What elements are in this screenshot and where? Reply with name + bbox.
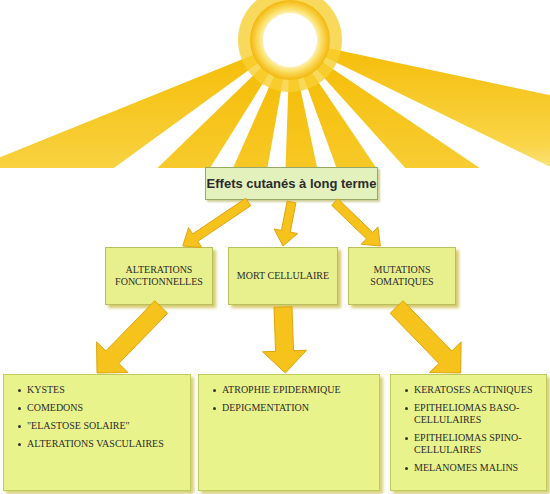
effect-text: MELANOMES MALINS [414,462,518,474]
sun-rays [0,0,550,168]
list-item: KYSTES [18,384,184,396]
category-box: MUTATIONS SOMATIQUES [348,247,456,305]
sun-ray [0,53,261,168]
effect-text: KYSTES [27,384,65,396]
block-arrow [97,301,168,373]
effect-text: KERATOSES ACTINIQUES [414,384,532,396]
block-arrow [183,198,251,247]
bullet-dot [18,407,21,410]
category-box: ALTERATIONS FONCTIONNELLES [105,247,213,305]
category-text: MUTATIONS SOMATIQUES [353,264,451,288]
bullet-dot [18,425,21,428]
effect-text: ALTERATIONS VASCULAIRES [27,438,164,450]
category-text: ALTERATIONS FONCTIONNELLES [110,264,208,288]
list-item: EPITHELIOMAS BASO-CELLULAIRES [405,402,540,426]
list-item: ALTERATIONS VASCULAIRES [18,438,184,450]
effect-text: EPITHELIOMAS BASO-CELLULAIRES [414,402,540,426]
heading-text: Effets cutanés à long terme [207,176,377,191]
effect-text: ATROPHIE EPIDERMIQUE [222,384,341,396]
list-item: "ELASTOSE SOLAIRE" [18,420,184,432]
block-arrow [390,301,461,373]
effects-list-box: KERATOSES ACTINIQUES EPITHELIOMAS BASO-CE… [390,374,547,491]
block-arrow [263,307,307,373]
list-item: KERATOSES ACTINIQUES [405,384,540,396]
effect-text: "ELASTOSE SOLAIRE" [27,420,130,432]
block-arrow [332,199,381,246]
bullet-dot [405,407,408,410]
bullet-dot [405,467,408,470]
bullet-dot [405,389,408,392]
effect-text: EPITHELIOMAS SPINO-CELLULAIRES [414,432,540,456]
bullet-dot [18,443,21,446]
bullet-dot [405,437,408,440]
sun-disc [250,0,330,80]
bullet-dot [213,407,216,410]
category-text: MORT CELLULAIRE [237,270,329,282]
effect-text: DEPIGMENTATION [222,402,309,414]
block-arrow [274,201,298,246]
list-item: DEPIGMENTATION [213,402,373,414]
heading-box: Effets cutanés à long terme [205,167,378,200]
effects-list-box: KYSTES COMEDONS "ELASTOSE SOLAIRE" ALTERATI… [3,374,191,491]
sun-halo [238,0,342,92]
effect-text: COMEDONS [27,402,83,414]
list-item: COMEDONS [18,402,184,414]
list-item: MELANOMES MALINS [405,462,540,474]
bullet-dot [213,389,216,392]
bullet-dot [18,389,21,392]
effects-list-box: ATROPHIE EPIDERMIQUE DEPIGMENTATION [198,374,380,491]
sun-core [263,13,317,67]
sun-ray [302,70,525,168]
category-box: MORT CELLULAIRE [228,247,338,305]
list-item: ATROPHIE EPIDERMIQUE [213,384,373,396]
list-item: EPITHELIOMAS SPINO-CELLULAIRES [405,432,540,456]
